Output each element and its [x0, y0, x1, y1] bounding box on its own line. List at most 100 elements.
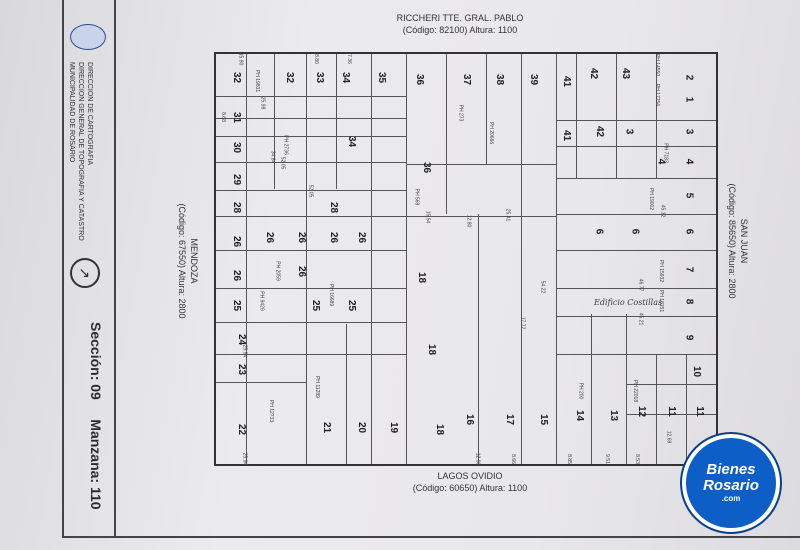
manzana-label: Manzana: 110: [88, 419, 104, 510]
measure: 7.36: [345, 54, 352, 64]
lot-number: 35: [376, 71, 388, 84]
lot-number: 38: [494, 73, 506, 86]
dept-line-1: DIRECCION DE CARTOGRAFIA: [86, 62, 93, 166]
lot-number: 22: [236, 423, 248, 436]
lot-number: 17: [504, 413, 516, 426]
ph-label: PH 200: [577, 382, 584, 400]
logo-line-1: Bienes: [706, 461, 756, 478]
measure: 25.94: [241, 452, 248, 466]
street-top: RICCHERI TTE. GRAL. PABLO (Código: 82100…: [370, 12, 550, 36]
measure: 8.68: [219, 112, 226, 122]
lot-number: 26: [356, 231, 368, 244]
lot-number: 9: [683, 334, 695, 341]
lot-number: 26: [296, 265, 308, 278]
lot-number: 26: [328, 231, 340, 244]
lot-number: 7: [683, 266, 695, 273]
street-bottom-code: (Código: 60650) Altura: 1100: [412, 483, 528, 493]
lot-number: 36: [414, 73, 426, 86]
measure: 9.51: [603, 454, 610, 464]
lot-number: 5: [683, 192, 695, 199]
lot-number: 13: [608, 409, 620, 422]
lot-number: 26: [296, 231, 308, 244]
measure: 52.05: [307, 184, 314, 198]
sheet-frame: [62, 0, 800, 538]
ph-label: PH 22018: [632, 379, 639, 403]
lot-number: 41: [561, 129, 573, 142]
lot-number: 26: [264, 231, 276, 244]
measure: 17.72: [519, 316, 526, 330]
lot-number: 25: [346, 299, 358, 312]
lot-number: 23: [236, 363, 248, 376]
lot-number: 10: [691, 365, 703, 378]
lot-number: 25: [310, 299, 322, 312]
lot-number: 28: [328, 201, 340, 214]
measure: 52.05: [279, 156, 286, 170]
lot-number: 18: [434, 423, 446, 436]
lot-number: 29: [231, 173, 243, 186]
lot-number: 6: [629, 228, 641, 235]
street-left-code: (Código: 67550) Altura: 2800: [177, 203, 187, 319]
measure: 8.66: [509, 454, 516, 464]
lot-number: 32: [231, 71, 243, 84]
lot-number: 3: [623, 128, 635, 135]
lot-number: 20: [356, 421, 368, 434]
lot-number: 34: [340, 71, 352, 84]
measure: 12.69: [665, 430, 672, 444]
measure: 54.22: [539, 280, 546, 294]
municipal-seal-icon: [70, 24, 106, 50]
measure: 12.80: [465, 214, 472, 228]
ph-label: PH 273: [457, 104, 464, 122]
lot-number: 26: [231, 235, 243, 248]
measure: 12.80: [474, 452, 481, 466]
measure: 25.94: [241, 344, 248, 358]
street-bottom: LAGOS OVIDIO (Código: 60650) Altura: 110…: [380, 470, 560, 494]
lot-number: 14: [574, 409, 586, 422]
measure: 25.41: [504, 208, 511, 222]
ph-label: PH 15932: [658, 259, 665, 283]
lot-number: 30: [231, 141, 243, 154]
lot-number: 33: [314, 71, 326, 84]
lot-number: 6: [593, 228, 605, 235]
lot-number: 42: [594, 125, 606, 138]
measure: 45.21: [637, 312, 644, 326]
lot-number: 3: [683, 128, 695, 135]
ph-label: PH 2059: [274, 261, 281, 281]
measure: 8.85: [565, 454, 572, 464]
ph-label: PH 12733: [268, 399, 275, 423]
street-right-code: (Código: 85650) Altura: 2800: [727, 183, 737, 299]
measure: 46.77: [637, 278, 644, 292]
lot-number: 36: [421, 161, 433, 174]
street-left: MENDOZA (Código: 67550) Altura: 2800: [176, 196, 200, 326]
lot-number: 11: [665, 406, 677, 417]
street-right: SAN JUAN (Código: 85650) Altura: 2800: [726, 176, 750, 306]
lot-number: 39: [528, 73, 540, 86]
lot-number: 6: [683, 228, 695, 235]
lot-number: 43: [620, 67, 632, 80]
ph-label: PH 19002: [648, 187, 655, 211]
ph-label: PH 569: [413, 188, 420, 206]
lot-number: 31: [231, 111, 243, 124]
lot-number: 32: [284, 71, 296, 84]
lot-number: 11: [693, 406, 705, 417]
ph-label: PH 2736: [282, 135, 289, 155]
lot-number: 18: [416, 271, 428, 284]
handwritten-note: Edificio Costillas: [594, 298, 663, 307]
dept-line-3: MUNICIPALIDAD DE ROSARIO: [68, 62, 75, 163]
lot-number: 1: [683, 96, 695, 103]
ph-label: PH 20666: [488, 121, 495, 145]
ph-label: PH 11289: [313, 376, 320, 398]
ph-label: PH 17756: [654, 83, 661, 107]
ph-label: PH 9429: [258, 291, 265, 311]
title-block: DIRECCION DE CARTOGRAFIA DIRECCION GENER…: [62, 0, 116, 536]
lot-number: 21: [321, 421, 333, 434]
measure: 25.98: [259, 96, 266, 110]
measure: 15.54: [424, 210, 431, 224]
street-left-name: MENDOZA: [189, 238, 199, 284]
lot-number: 28: [231, 201, 243, 214]
lot-number: 18: [426, 343, 438, 356]
lot-number: 24: [236, 333, 248, 346]
lot-number: 4: [683, 158, 695, 165]
lot-number: 34: [346, 135, 358, 148]
seccion-label: Sección: 09: [88, 322, 104, 400]
